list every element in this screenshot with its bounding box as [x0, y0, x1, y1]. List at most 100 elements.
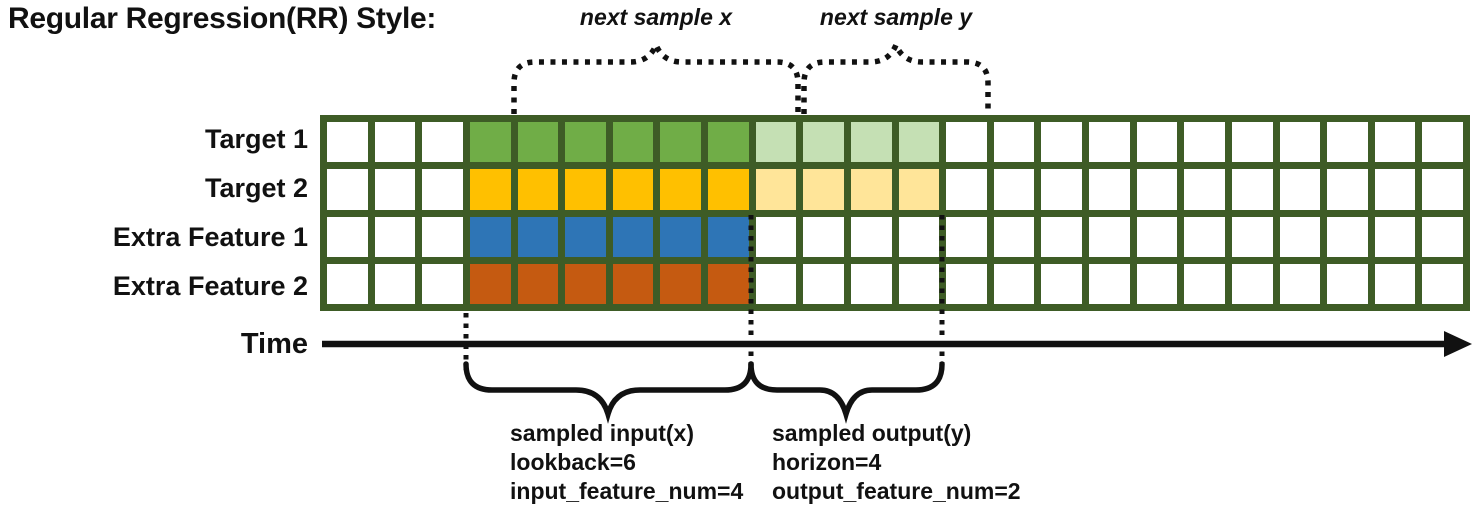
grid-cell [422, 216, 463, 257]
output-feature-num-line: output_feature_num=2 [772, 478, 1021, 504]
grid-cell [1374, 263, 1416, 304]
grid-cell [327, 169, 368, 210]
sampled-output-annotation: sampled output(y) horizon=4 output_featu… [772, 419, 1021, 506]
grid-cell [660, 263, 701, 304]
grid-cell [1136, 216, 1178, 257]
grid-cell [374, 263, 416, 304]
grid-cell [1231, 263, 1273, 304]
grid-cell [1041, 216, 1082, 257]
grid-cell [803, 122, 844, 163]
sampled-input-line: sampled input(x) [510, 420, 695, 446]
grid-cell [469, 169, 511, 210]
grid-cell [469, 216, 511, 257]
grid-cell [1184, 263, 1225, 304]
next-sample-y-label: next sample y [819, 4, 973, 30]
grid-cell [1422, 216, 1463, 257]
grid-cell [993, 216, 1035, 257]
grid-cell [946, 169, 987, 210]
grid-cell [1089, 216, 1130, 257]
grid-cell [708, 216, 749, 257]
grid-cell [469, 263, 511, 304]
grid-cell [1279, 122, 1321, 163]
grid-cell [374, 169, 416, 210]
grid-cell [946, 216, 987, 257]
grid-cell [708, 122, 749, 163]
grid-cell [517, 263, 559, 304]
grid-cell [1041, 263, 1082, 304]
grid-cell [565, 122, 606, 163]
grid-cell [327, 216, 368, 257]
grid-cell [660, 169, 701, 210]
time-label: Time [240, 328, 308, 360]
grid-cell [1136, 122, 1178, 163]
next-sample-x-label: next sample x [579, 4, 733, 30]
grid-cell [517, 216, 559, 257]
grid-cell [565, 263, 606, 304]
grid-cell [946, 122, 987, 163]
grid-cell [1184, 216, 1225, 257]
sample-grid [320, 115, 1470, 311]
grid-cell [422, 263, 463, 304]
next-sample-x-brace [511, 37, 801, 114]
grid-cell [850, 169, 892, 210]
grid-cell [1184, 169, 1225, 210]
grid-cell [1422, 263, 1463, 304]
grid-cell [1327, 169, 1368, 210]
grid-cell [803, 169, 844, 210]
grid-cell [850, 122, 892, 163]
grid-cell [612, 216, 654, 257]
grid-cell [1327, 122, 1368, 163]
grid-cell [1089, 122, 1130, 163]
grid-cell [850, 263, 892, 304]
sampled-input-brace [463, 361, 754, 424]
row-label-target-2: Target 2 [204, 173, 308, 203]
grid-cell [993, 169, 1035, 210]
grid-cell [1422, 169, 1463, 210]
grid-cell [993, 263, 1035, 304]
next-sample-y-brace [801, 37, 991, 114]
diagram-title: Regular Regression(RR) Style: [8, 2, 437, 35]
grid-cell [374, 216, 416, 257]
grid-cell [755, 263, 797, 304]
grid-cell [422, 169, 463, 210]
grid-cell [422, 122, 463, 163]
grid-cell [708, 263, 749, 304]
grid-cell [755, 169, 797, 210]
grid-cell [1422, 122, 1463, 163]
grid-cell [803, 263, 844, 304]
grid-cell [755, 122, 797, 163]
grid-cell [327, 122, 368, 163]
grid-cell [612, 263, 654, 304]
grid-cell [1279, 169, 1321, 210]
grid-cell [993, 122, 1035, 163]
grid-cell [708, 169, 749, 210]
input-feature-num-line: input_feature_num=4 [510, 478, 744, 504]
row-label-extra-feature-2: Extra Feature 2 [112, 271, 308, 301]
horizon-line: horizon=4 [772, 449, 882, 475]
row-label-extra-feature-1: Extra Feature 1 [112, 222, 308, 252]
grid-cell [898, 122, 940, 163]
grid-cell [1231, 169, 1273, 210]
grid-cell [1136, 169, 1178, 210]
grid-cell [946, 263, 987, 304]
grid-cell [898, 263, 940, 304]
grid-cell [565, 169, 606, 210]
grid-cell [1327, 263, 1368, 304]
grid-cell [565, 216, 606, 257]
row-label-target-1: Target 1 [204, 124, 308, 154]
grid-cell [1136, 263, 1178, 304]
grid-cell [1279, 263, 1321, 304]
grid-cell [1231, 122, 1273, 163]
grid-cell [517, 122, 559, 163]
grid-cell [1374, 122, 1416, 163]
grid-cell [1327, 216, 1368, 257]
sampled-output-brace [748, 361, 945, 424]
grid-cell [1041, 169, 1082, 210]
grid-cell [660, 216, 701, 257]
grid-cell [1089, 169, 1130, 210]
sampled-output-line: sampled output(y) [772, 420, 972, 446]
grid-cell [1231, 216, 1273, 257]
grid-cell [1041, 122, 1082, 163]
sampled-input-annotation: sampled input(x) lookback=6 input_featur… [510, 419, 743, 506]
